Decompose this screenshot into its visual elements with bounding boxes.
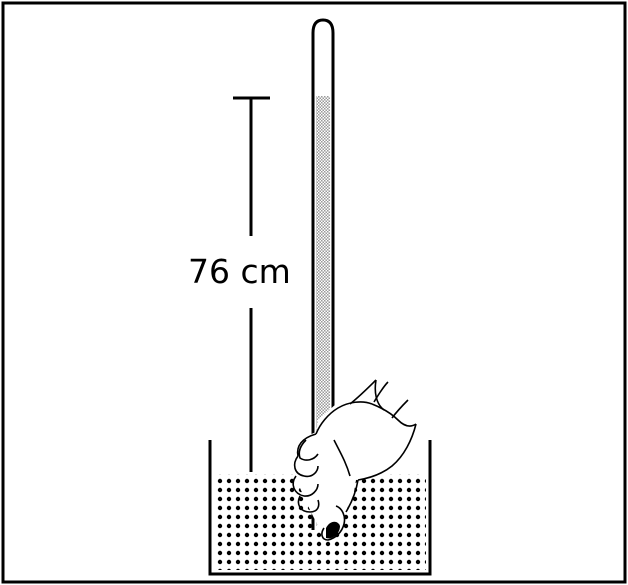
measurement-label: 76 cm bbox=[188, 252, 291, 291]
glass-tube bbox=[311, 18, 335, 530]
mercury-dish bbox=[208, 440, 432, 576]
hand-icon bbox=[292, 379, 418, 542]
